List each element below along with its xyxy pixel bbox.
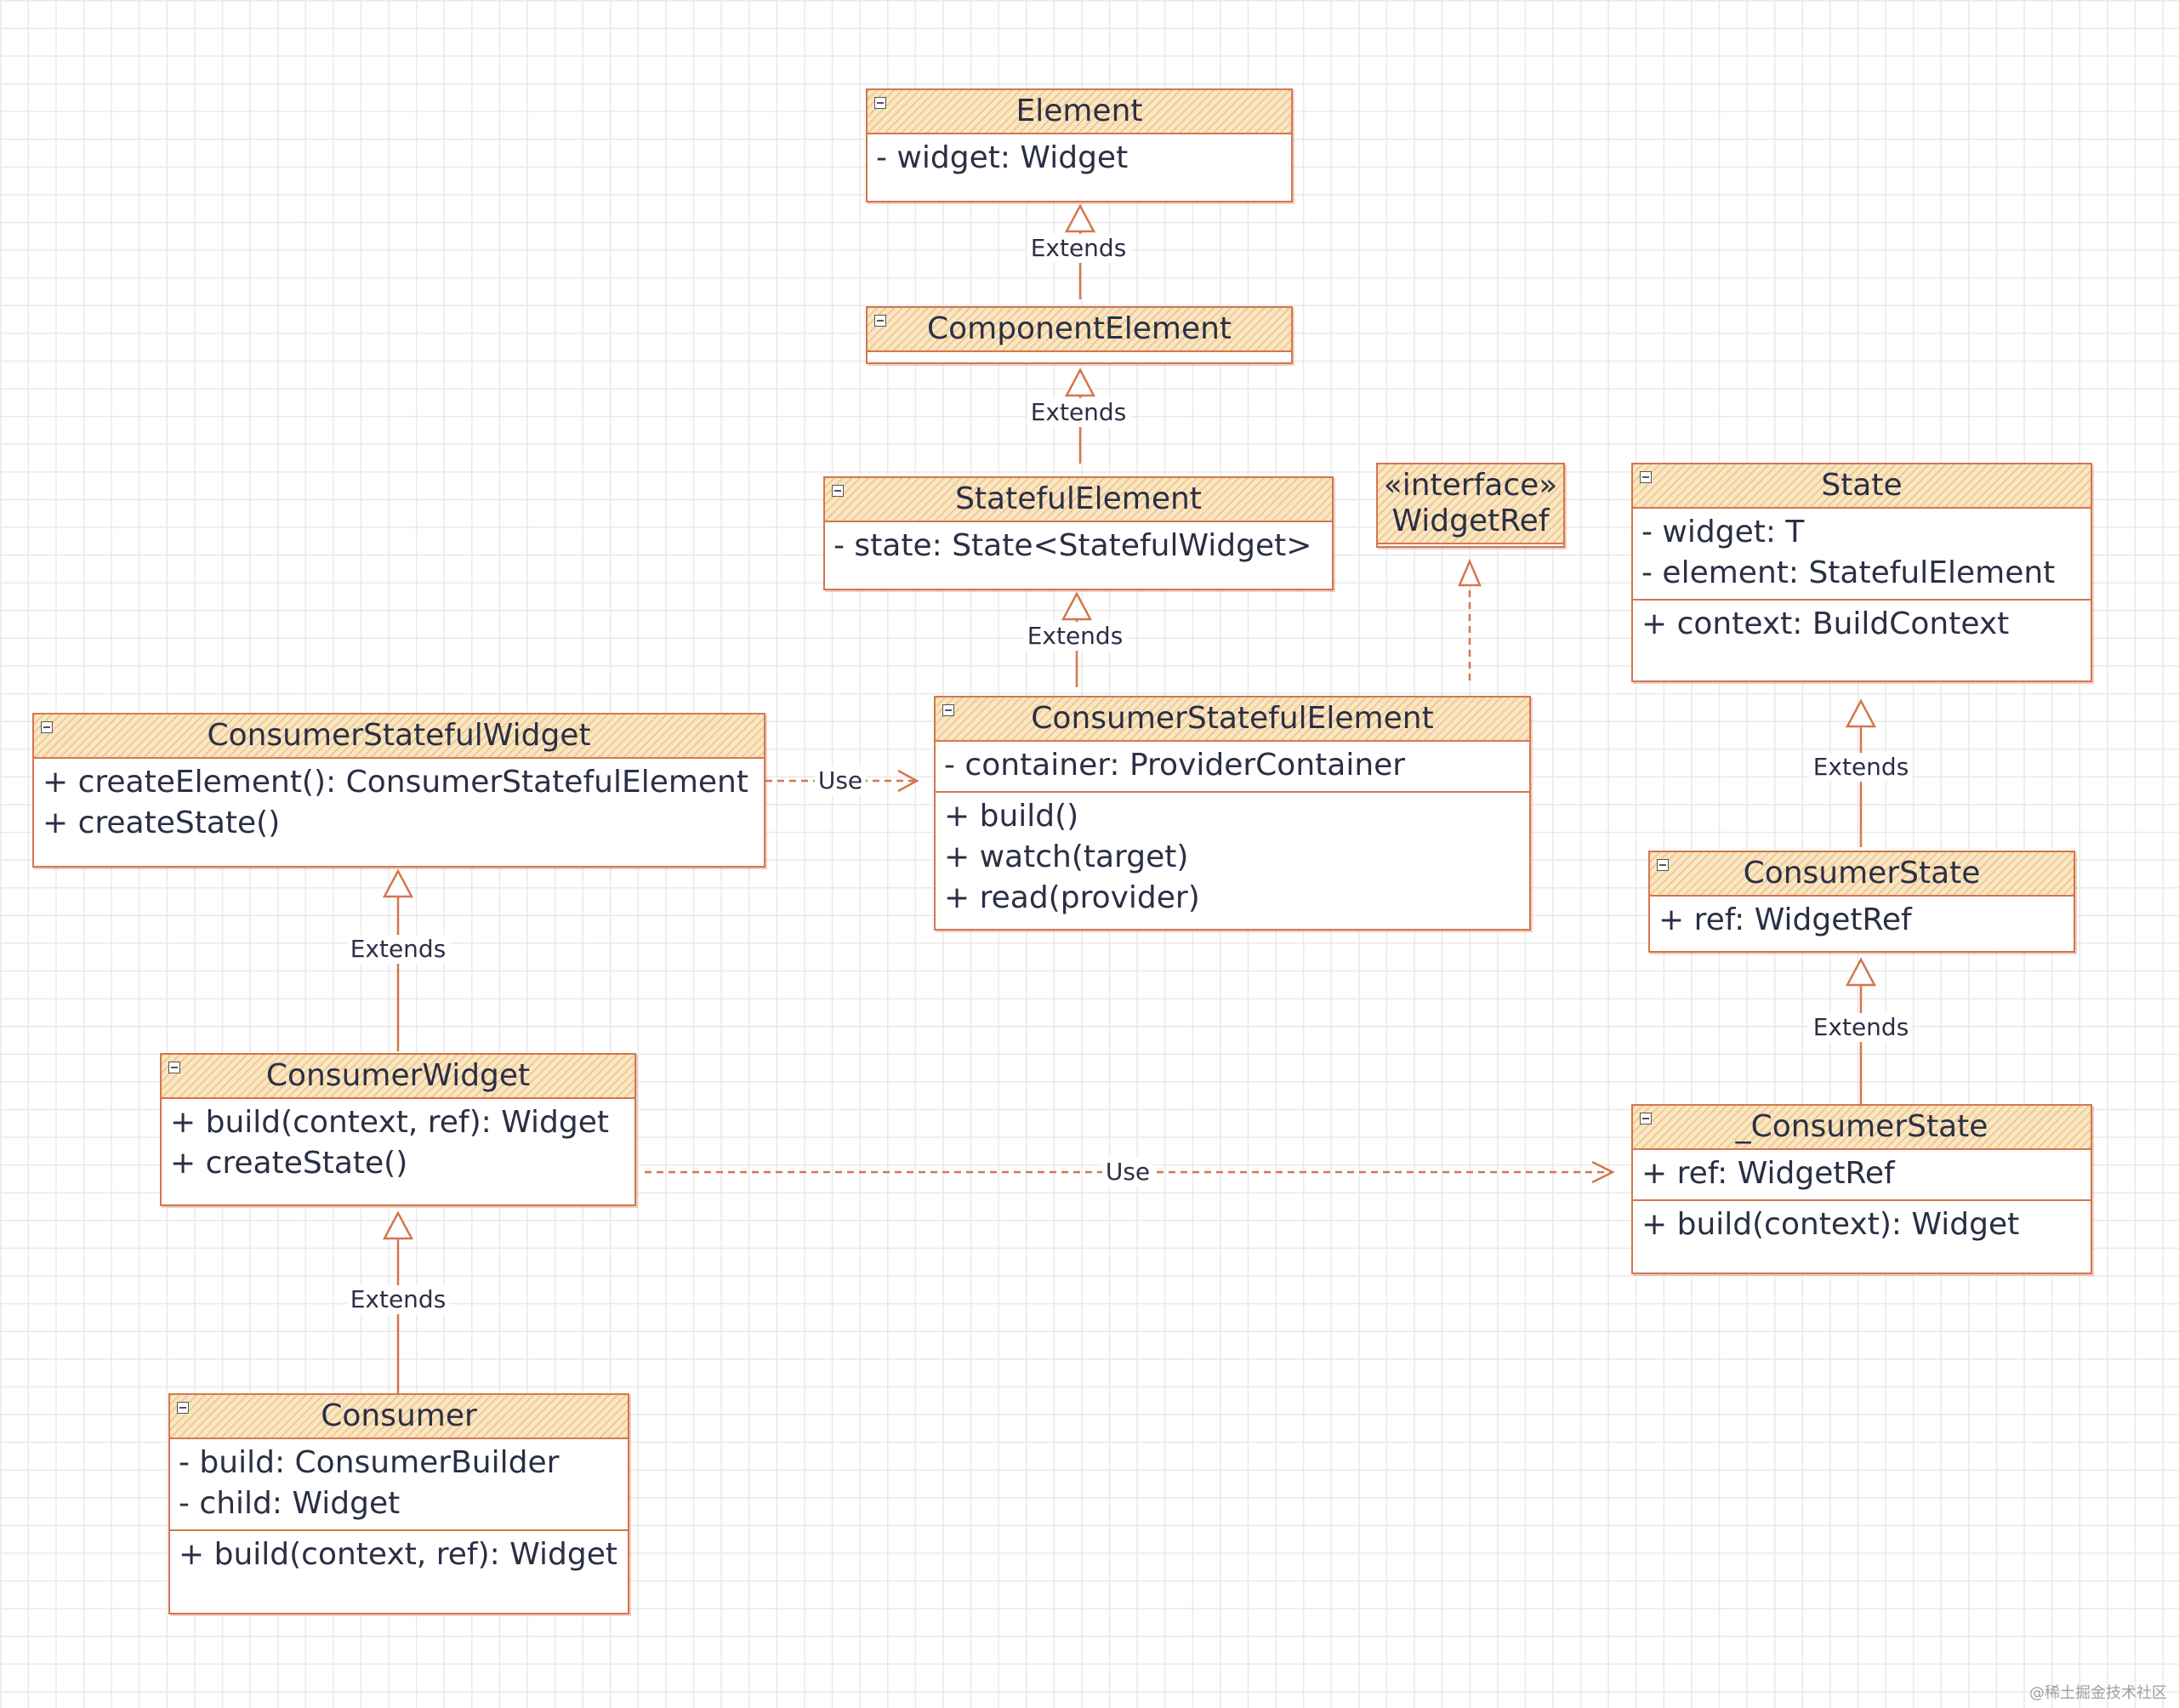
methods-section: + createElement(): ConsumerStatefulEleme… <box>34 759 764 849</box>
class-box-consumer-state-private[interactable]: _ConsumerState + ref: WidgetRef + build(… <box>1631 1104 2092 1274</box>
method-row: + build(context): Widget <box>1641 1207 2020 1242</box>
extends-label: Extends <box>1027 234 1130 263</box>
collapse-icon[interactable] <box>874 315 886 327</box>
use-label: Use <box>814 766 867 795</box>
extends-label: Extends <box>346 1285 450 1314</box>
class-header: ComponentElement <box>868 308 1291 352</box>
interface-header: «interface» WidgetRef <box>1378 464 1563 544</box>
attributes-section: - container: ProviderContainer <box>936 742 1529 791</box>
class-name: Consumer <box>321 1398 477 1433</box>
attribute-row: - element: StatefulElement <box>1641 555 2056 590</box>
methods-section: + build(context, ref): Widget + createSt… <box>162 1099 634 1189</box>
attributes-section: - build: ConsumerBuilder - child: Widget <box>170 1439 628 1529</box>
class-header: StatefulElement <box>825 478 1332 522</box>
use-arrowhead-stateful <box>897 769 919 793</box>
watermark: @稀土掘金技术社区 <box>2029 1684 2167 1702</box>
class-name: ConsumerState <box>1743 856 1981 891</box>
class-box-component-element[interactable]: ComponentElement <box>866 306 1293 364</box>
attributes-section: + ref: WidgetRef <box>1650 897 2074 946</box>
class-name: _ConsumerState <box>1735 1109 1988 1144</box>
class-header: Consumer <box>170 1395 628 1439</box>
class-box-state[interactable]: State - widget: T - element: StatefulEle… <box>1631 463 2092 682</box>
attribute-row: - widget: T <box>1641 515 1805 549</box>
use-label: Use <box>1101 1158 1154 1187</box>
method-row: + watch(target) <box>944 840 1189 874</box>
method-row: + build() <box>944 799 1079 834</box>
methods-section: + build(context, ref): Widget <box>170 1529 628 1580</box>
extends-arrowhead-consumer-state <box>1845 957 1877 987</box>
attribute-row: - child: Widget <box>179 1486 401 1521</box>
class-header: _ConsumerState <box>1633 1106 2091 1150</box>
methods-section: + build() + watch(target) + read(provide… <box>936 791 1529 924</box>
class-name: StatefulElement <box>955 481 1202 516</box>
class-name: WidgetRef <box>1391 504 1550 538</box>
class-box-consumer-stateful-widget[interactable]: ConsumerStatefulWidget + createElement()… <box>32 713 765 868</box>
collapse-icon[interactable] <box>874 97 886 109</box>
collapse-icon[interactable] <box>1640 1113 1652 1124</box>
extends-label: Extends <box>1023 622 1127 651</box>
collapse-icon[interactable] <box>177 1402 189 1414</box>
class-header: ConsumerWidget <box>162 1055 634 1099</box>
extends-arrowhead-consumer-stateful-widget <box>382 868 414 898</box>
attribute-row: + ref: WidgetRef <box>1658 902 1912 937</box>
attribute-row: - widget: Widget <box>876 140 1129 175</box>
methods-section: + build(context): Widget <box>1633 1199 2091 1250</box>
class-header: Element <box>868 90 1291 134</box>
method-row: + read(provider) <box>944 880 1200 915</box>
class-box-widget-ref[interactable]: «interface» WidgetRef <box>1376 463 1565 548</box>
attribute-row: - build: ConsumerBuilder <box>179 1445 560 1480</box>
extends-label: Extends <box>1809 1013 1913 1042</box>
class-name: ConsumerWidget <box>265 1058 531 1093</box>
class-header: ConsumerStatefulElement <box>936 697 1529 742</box>
class-box-consumer-widget[interactable]: ConsumerWidget + build(context, ref): Wi… <box>160 1053 636 1206</box>
collapse-icon[interactable] <box>168 1062 180 1073</box>
attribute-row: + ref: WidgetRef <box>1641 1156 1895 1191</box>
implements-arrowhead-widget-ref <box>1458 558 1482 587</box>
class-box-consumer-stateful-element[interactable]: ConsumerStatefulElement - container: Pro… <box>934 696 1531 931</box>
class-name: ConsumerStatefulElement <box>1031 701 1434 736</box>
attribute-row: - state: State<StatefulWidget> <box>833 528 1312 563</box>
class-box-consumer-state[interactable]: ConsumerState + ref: WidgetRef <box>1648 851 2075 953</box>
class-box-stateful-element[interactable]: StatefulElement - state: State<StatefulW… <box>823 476 1334 590</box>
method-row: + build(context, ref): Widget <box>170 1105 609 1140</box>
class-box-consumer[interactable]: Consumer - build: ConsumerBuilder - chil… <box>168 1393 629 1614</box>
use-arrowhead-widget <box>1591 1160 1615 1184</box>
attributes-section: - state: State<StatefulWidget> <box>825 522 1332 572</box>
collapse-icon[interactable] <box>41 721 53 733</box>
attributes-section: + ref: WidgetRef <box>1633 1150 2091 1199</box>
collapse-icon[interactable] <box>1657 859 1669 871</box>
class-header: State <box>1633 464 2091 509</box>
attributes-section: - widget: T - element: StatefulElement <box>1633 509 2091 599</box>
stereotype-label: «interface» <box>1383 468 1558 503</box>
class-name: Element <box>1016 94 1143 128</box>
collapse-icon[interactable] <box>942 704 954 716</box>
extends-arrowhead-state <box>1845 698 1877 728</box>
class-header: ConsumerState <box>1650 852 2074 897</box>
class-name: State <box>1821 468 1903 503</box>
extends-label: Extends <box>346 935 450 964</box>
extends-arrowhead-element <box>1064 203 1096 233</box>
extends-arrowhead-stateful-element <box>1061 591 1093 621</box>
extends-label: Extends <box>1809 753 1913 782</box>
class-box-element[interactable]: Element - widget: Widget <box>866 88 1293 202</box>
class-name: ConsumerStatefulWidget <box>207 718 591 753</box>
collapse-icon[interactable] <box>1640 471 1652 483</box>
extends-arrowhead-consumer-widget <box>382 1210 414 1240</box>
class-header: ConsumerStatefulWidget <box>34 715 764 759</box>
extends-label: Extends <box>1027 398 1130 427</box>
attributes-section: - widget: Widget <box>868 134 1291 184</box>
methods-section: + context: BuildContext <box>1633 599 2091 650</box>
method-row: + build(context, ref): Widget <box>179 1537 617 1572</box>
attribute-row: - container: ProviderContainer <box>944 748 1406 783</box>
class-name: ComponentElement <box>926 311 1232 346</box>
collapse-icon[interactable] <box>832 485 844 497</box>
method-row: + createState() <box>170 1146 408 1181</box>
extends-arrowhead-component-element <box>1064 367 1096 397</box>
method-row: + createElement(): ConsumerStatefulEleme… <box>43 765 748 800</box>
method-row: + context: BuildContext <box>1641 606 2010 641</box>
method-row: + createState() <box>43 806 281 840</box>
